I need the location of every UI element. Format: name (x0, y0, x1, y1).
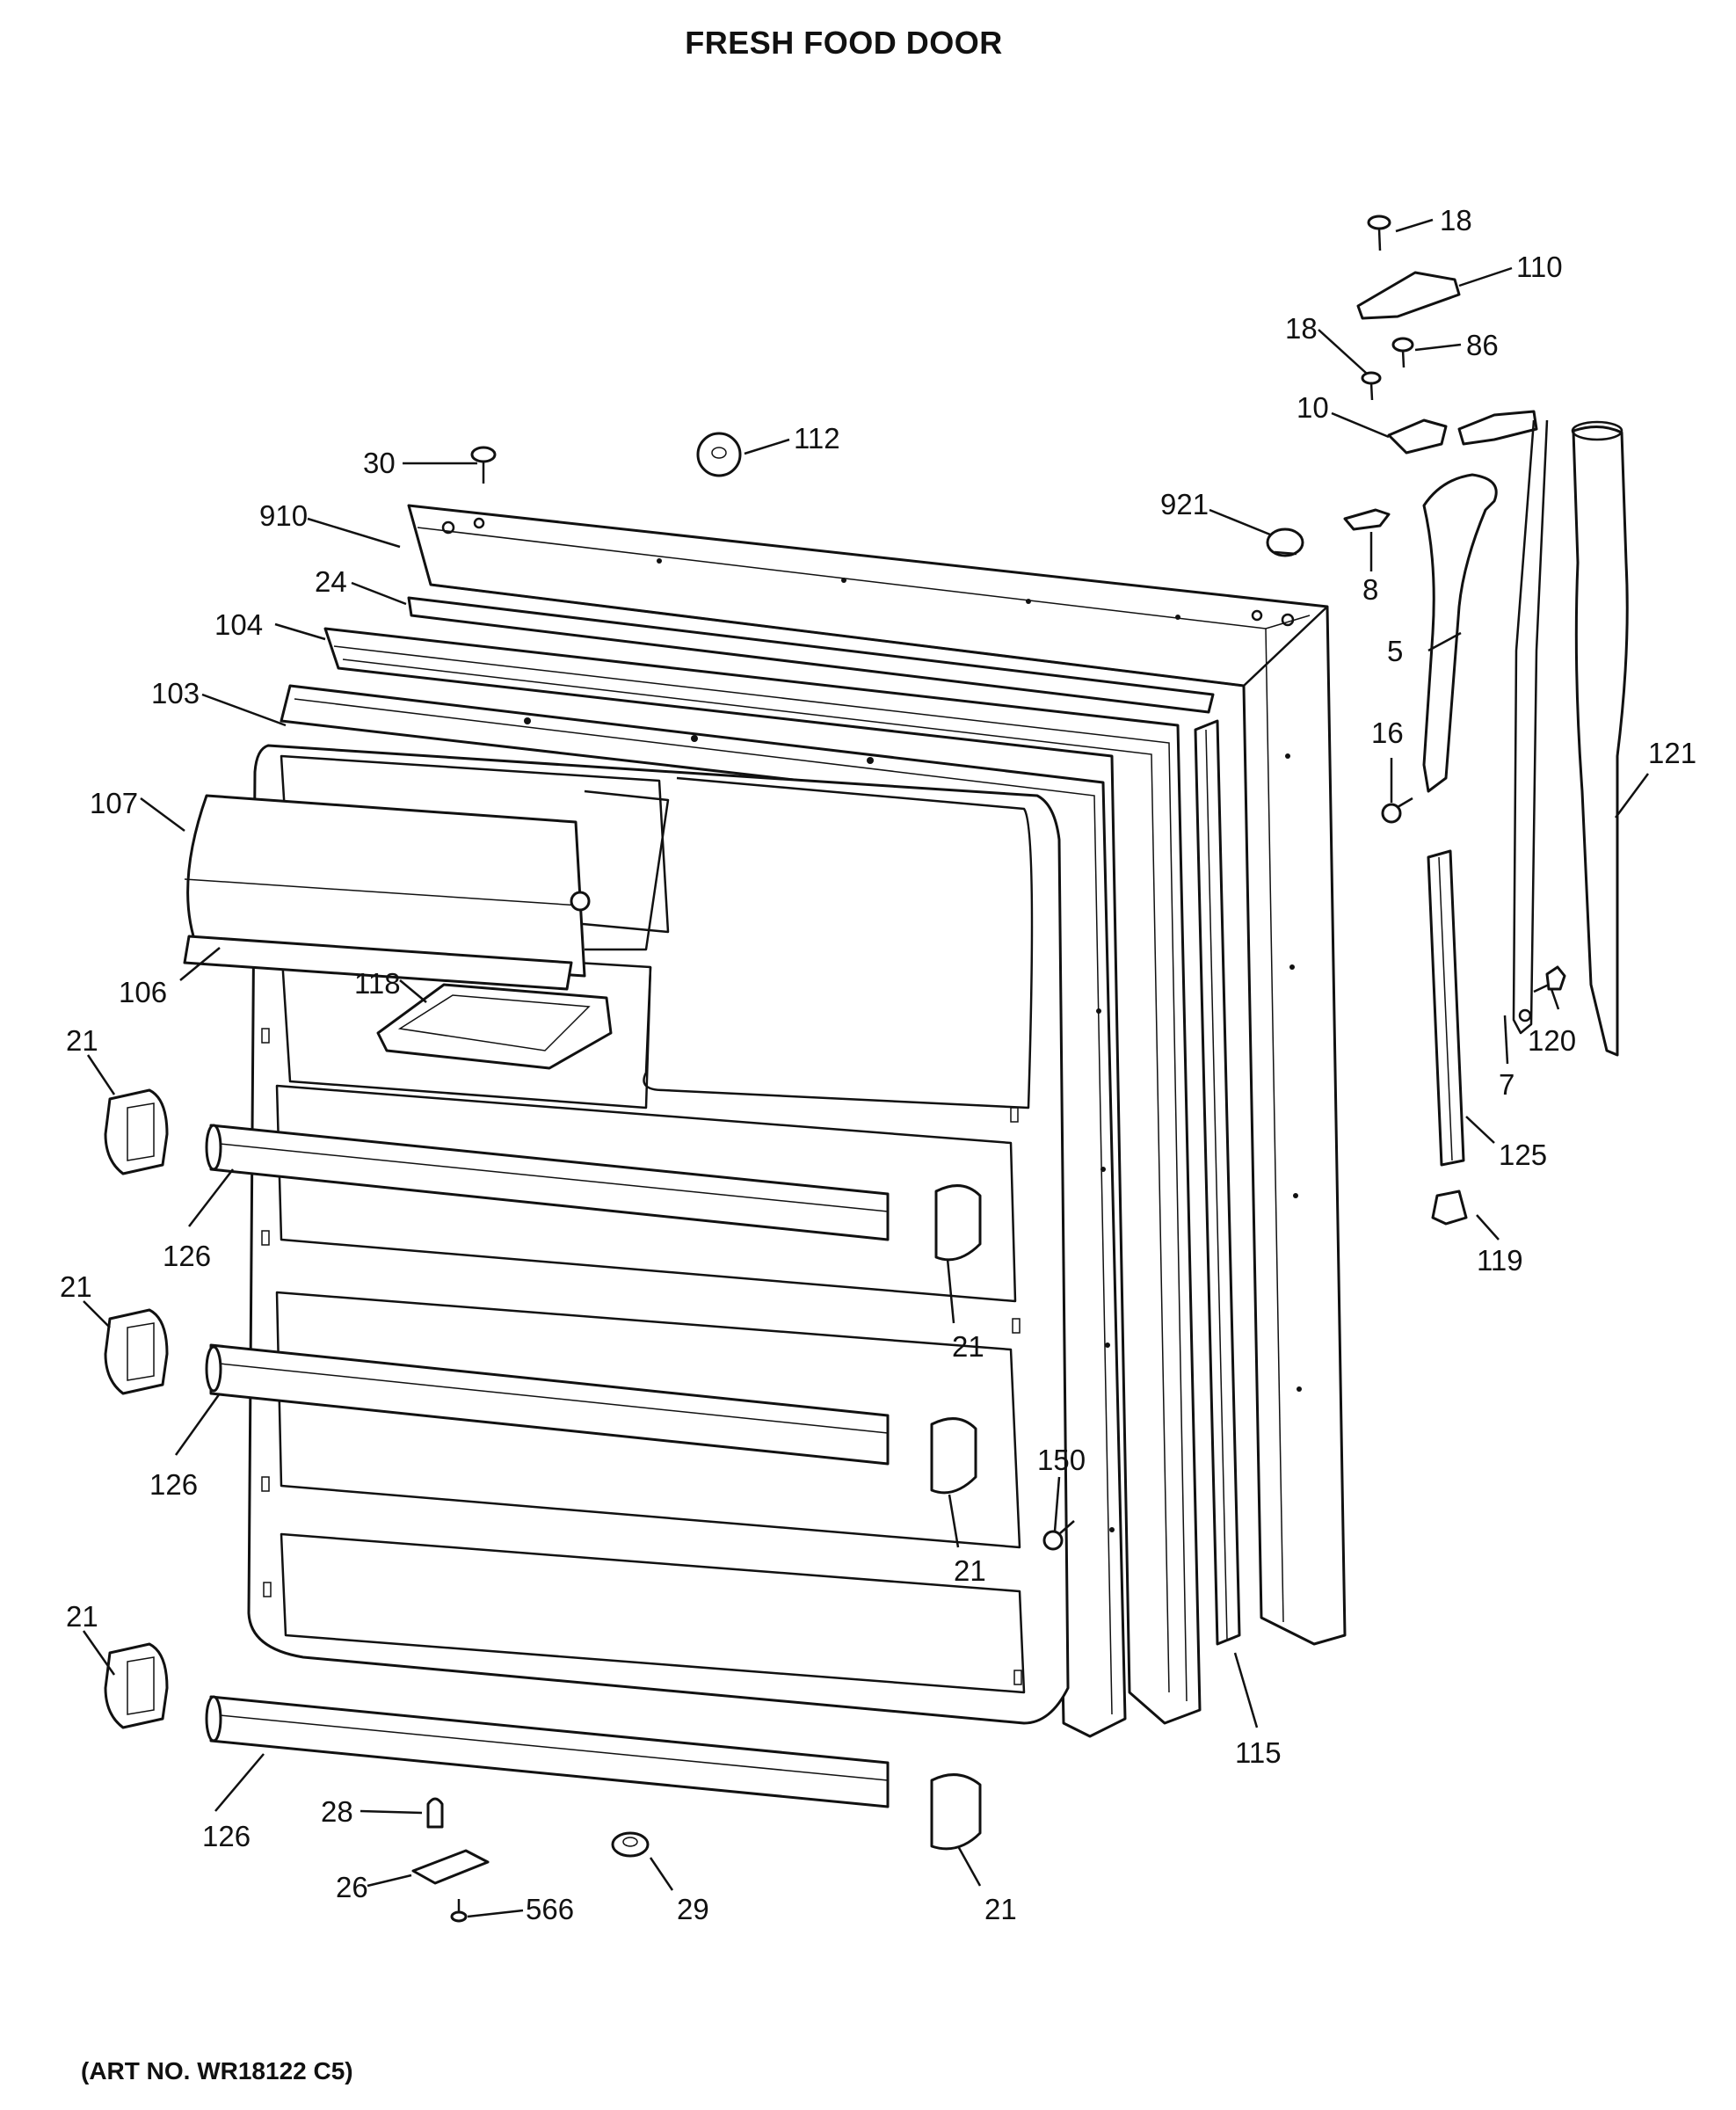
callout-104: 104 (214, 608, 263, 641)
callout-107: 107 (90, 787, 138, 819)
screw-86 (1391, 337, 1414, 368)
handle-insert-125 (1427, 849, 1465, 1167)
screw-150 (1042, 1520, 1075, 1551)
callout-910: 910 (259, 499, 308, 532)
callout-21-right-2: 21 (954, 1554, 986, 1587)
callout-150: 150 (1037, 1444, 1086, 1476)
screw-30 (470, 446, 497, 484)
cap-119 (1431, 1190, 1468, 1226)
cap-921 (1266, 528, 1304, 557)
end-cap-left-2 (104, 1308, 169, 1395)
end-cap-right-2 (930, 1417, 977, 1495)
callout-18-mid: 18 (1285, 312, 1318, 345)
callout-126-2: 126 (149, 1468, 198, 1501)
callout-21-right-3: 21 (984, 1893, 1017, 1925)
art-number: (ART NO. WR18122 C5) (81, 2057, 353, 2085)
screw-18-top (1367, 215, 1391, 251)
callout-21-left-2: 21 (60, 1270, 92, 1303)
door-gasket (323, 627, 1202, 1725)
shelf-bar-1 (205, 1124, 890, 1241)
end-cap-right-1 (934, 1184, 982, 1262)
stop-28 (426, 1797, 444, 1829)
callout-921: 921 (1160, 488, 1209, 520)
leader-lines (82, 218, 1650, 1918)
callout-115: 115 (1235, 1736, 1282, 1769)
plug-112 (696, 432, 742, 477)
door-handle-121 (1571, 420, 1629, 1057)
screw-16 (1381, 797, 1413, 824)
callout-110: 110 (1516, 251, 1563, 283)
callout-106: 106 (119, 976, 167, 1008)
callout-21-left-3: 21 (66, 1600, 98, 1633)
butter-dish (376, 983, 613, 1070)
callout-86: 86 (1466, 329, 1499, 361)
callout-126-1: 126 (163, 1240, 211, 1272)
callout-112: 112 (794, 422, 840, 455)
hinge-pin-8 (1343, 508, 1391, 531)
inner-door-liner (280, 684, 1127, 1738)
handle-bracket-5 (1422, 473, 1498, 793)
hinge-cover-110 (1356, 271, 1461, 320)
callout-119: 119 (1477, 1244, 1523, 1277)
end-cap-left-3 (104, 1642, 169, 1729)
shelf-bar-2 (205, 1343, 890, 1466)
handle-support-7 (1512, 419, 1549, 1035)
callout-labels: 18 110 18 86 10 112 30 910 921 8 24 104 … (60, 204, 1696, 1925)
hinge-10 (1387, 410, 1538, 455)
callout-28: 28 (321, 1795, 353, 1828)
callout-5: 5 (1387, 635, 1403, 667)
callout-120: 120 (1528, 1024, 1576, 1057)
callout-26: 26 (336, 1871, 368, 1903)
outer-door-panel (407, 504, 1347, 1646)
callout-18-top: 18 (1440, 204, 1472, 236)
side-gasket-strip (1194, 719, 1241, 1646)
plug-29 (611, 1831, 650, 1858)
end-cap-right-3 (930, 1773, 982, 1851)
callout-30: 30 (363, 447, 396, 479)
callout-118: 118 (354, 967, 401, 1000)
callout-566: 566 (526, 1893, 574, 1925)
callout-16: 16 (1371, 717, 1404, 749)
callout-8: 8 (1362, 573, 1378, 606)
diagram-title: FRESH FOOD DOOR (685, 25, 1003, 61)
plate-26 (411, 1849, 490, 1885)
callout-103: 103 (151, 677, 200, 709)
screw-566 (450, 1899, 468, 1923)
callout-126-3: 126 (202, 1820, 251, 1852)
dairy-compartment (183, 789, 670, 991)
callout-7: 7 (1499, 1068, 1514, 1101)
screw-18-mid (1361, 371, 1382, 401)
shelf-bar-3 (205, 1695, 890, 1808)
callout-24: 24 (315, 565, 347, 598)
callout-21-left-1: 21 (66, 1024, 98, 1057)
callout-125: 125 (1499, 1139, 1547, 1171)
callout-10: 10 (1297, 391, 1329, 424)
callout-21-right-1: 21 (952, 1330, 984, 1363)
callout-121: 121 (1648, 737, 1696, 769)
end-cap-left-1 (104, 1088, 169, 1175)
breaker-strip (407, 596, 1215, 714)
callout-29: 29 (677, 1893, 709, 1925)
screw-120 (1533, 965, 1566, 993)
